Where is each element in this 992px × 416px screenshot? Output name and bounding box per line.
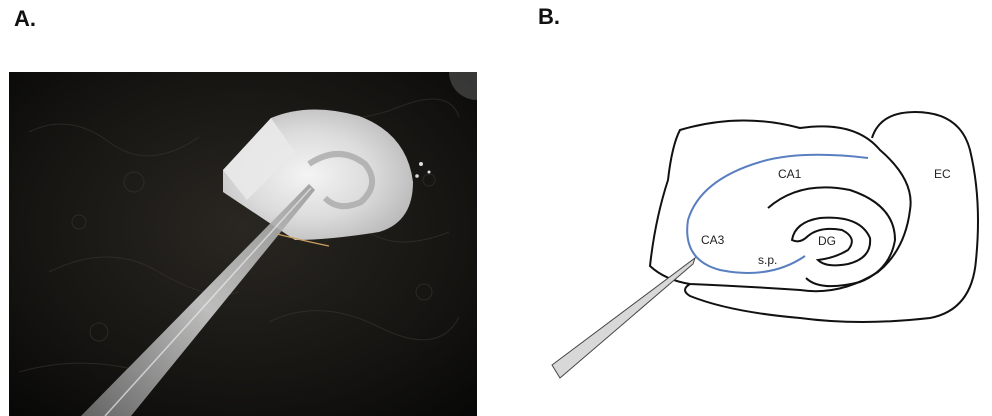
label-ec: EC [934, 167, 951, 181]
recording-pipette-icon [552, 258, 695, 378]
photo-background [9, 72, 477, 416]
label-ca3: CA3 [701, 233, 725, 247]
hippocampus-schematic: CA1 EC CA3 DG s.p. [540, 100, 992, 390]
label-ca1: CA1 [778, 167, 802, 181]
slice-photo [9, 72, 477, 416]
label-dg: DG [818, 234, 836, 248]
panel-a-label: A. [14, 6, 36, 32]
panel-b-label: B. [538, 4, 560, 30]
label-sp: s.p. [758, 253, 777, 267]
